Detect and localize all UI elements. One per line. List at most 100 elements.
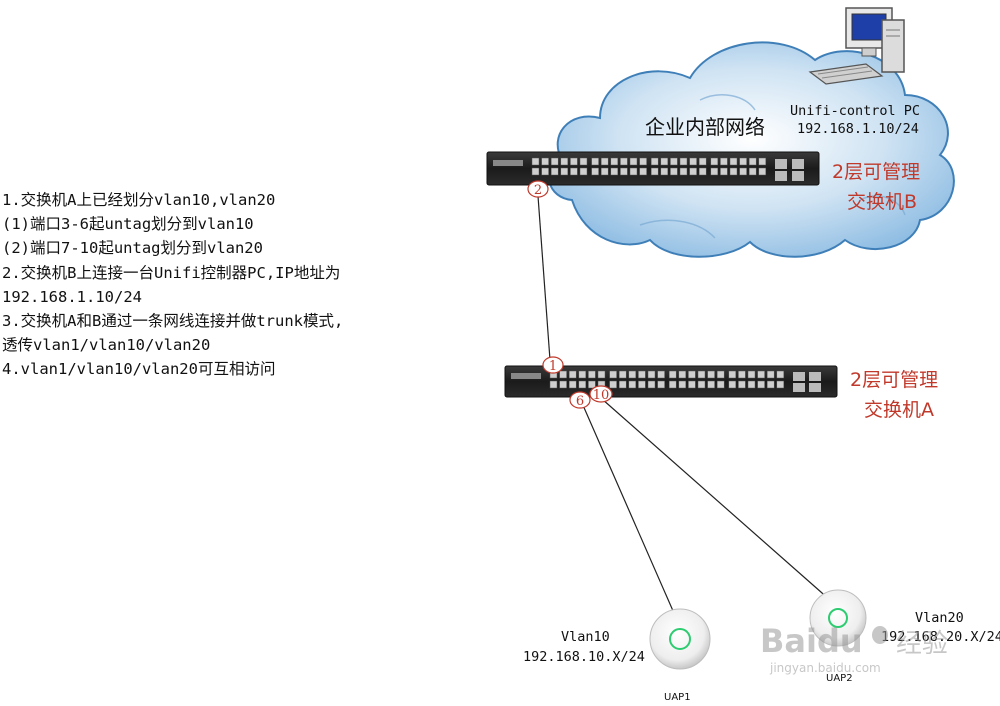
port-marker-b2: 2: [527, 180, 549, 198]
switch-port: [647, 370, 656, 379]
switch-port: [688, 380, 696, 389]
switch-port: [568, 380, 577, 389]
switch-port: [776, 370, 785, 379]
switch-port: [560, 167, 569, 176]
paw-icon: [872, 626, 888, 644]
uap2-cable: [601, 398, 831, 601]
switch-port: [766, 370, 775, 379]
switch-port: [591, 157, 599, 166]
intranet-cloud: [548, 41, 955, 258]
switch-port: [579, 157, 588, 166]
note-line: (2)端口7-10起untag划分到vlan20: [2, 239, 263, 258]
note-line: 1.交换机A上已经划分vlan10,vlan20: [2, 191, 276, 209]
switch-port: [757, 380, 765, 389]
uap2-name: UAP2: [826, 673, 853, 684]
switch-port: [758, 157, 767, 166]
switch-port: [707, 370, 715, 379]
switch-port: [628, 370, 637, 379]
port-marker-a10: 10: [589, 385, 613, 403]
switch-port: [657, 370, 665, 379]
uap1-ip: 192.168.10.X/24: [523, 649, 645, 665]
switch-port: [620, 157, 628, 166]
switch-port: [670, 157, 678, 166]
switch-port: [729, 167, 738, 176]
uap1-cable: [581, 402, 678, 621]
switch-port: [776, 380, 785, 389]
switch-b-label-line1: 2层可管理: [832, 161, 920, 183]
pc-computer-icon: [808, 7, 905, 85]
note-line: 192.168.1.10/24: [2, 287, 142, 306]
switch-port: [716, 370, 725, 379]
note-line: 4.vlan1/vlan10/vlan20可互相访问: [2, 360, 276, 379]
switch-port: [747, 380, 756, 389]
switch-port: [579, 167, 588, 176]
switch-port: [689, 157, 697, 166]
switch-port: [541, 167, 549, 176]
switch-a-label-line1: 2层可管理: [850, 369, 938, 391]
switch-port: [550, 167, 559, 176]
switch-port: [610, 157, 619, 166]
switch-port: [679, 167, 688, 176]
switch-port: [647, 380, 656, 389]
switch-port: [720, 167, 728, 176]
switch-port: [588, 380, 596, 389]
switch-port: [689, 167, 697, 176]
switch-port: [657, 380, 665, 389]
switch-port: [739, 157, 747, 166]
switch-port: [550, 157, 559, 166]
uap2-ip: 192.168.20.X/24: [881, 629, 1000, 645]
switch-port: [738, 370, 746, 379]
switch-port: [707, 380, 715, 389]
switch-a-label-line2: 交换机A: [864, 399, 934, 421]
switch-port: [570, 157, 578, 166]
switch-port: [578, 370, 587, 379]
svg-text:6: 6: [576, 394, 584, 409]
switch-port: [766, 380, 775, 389]
switch-b: [486, 151, 820, 186]
switch-port: [720, 157, 728, 166]
cloud-label: 企业内部网络: [645, 115, 765, 139]
switch-port: [729, 157, 738, 166]
switch-port: [728, 380, 737, 389]
uap1-name: UAP1: [664, 692, 691, 703]
switch-port: [531, 157, 540, 166]
switch-port: [738, 380, 746, 389]
switch-port: [618, 370, 627, 379]
switch-port: [670, 167, 678, 176]
pc-ip: 192.168.1.10/24: [797, 121, 919, 137]
switch-port: [748, 167, 757, 176]
svg-text:经验: 经验: [896, 629, 948, 659]
switch-port: [609, 370, 617, 379]
switch-port: [650, 167, 659, 176]
switch-port: [591, 167, 599, 176]
switch-port: [570, 167, 578, 176]
switch-port: [568, 370, 577, 379]
switch-port: [758, 167, 767, 176]
switch-port: [597, 370, 606, 379]
switch-port: [698, 157, 707, 166]
pc-name: Unifi-control PC: [790, 103, 920, 119]
switch-port: [629, 167, 638, 176]
switch-port: [588, 370, 596, 379]
switch-port: [628, 380, 637, 389]
trunk-cable: [537, 195, 551, 361]
port-marker-a1: 1: [542, 356, 564, 374]
switch-a: [504, 365, 838, 398]
svg-text:jingyan.baidu.com: jingyan.baidu.com: [769, 661, 881, 675]
switch-port: [578, 380, 587, 389]
uap1-access-point-icon: [649, 608, 711, 670]
switch-port: [710, 167, 719, 176]
switch-b-label-line2: 交换机B: [847, 191, 917, 213]
switch-port: [600, 157, 609, 166]
switch-port: [748, 157, 757, 166]
switch-port: [747, 370, 756, 379]
note-line: (1)端口3-6起untag划分到vlan10: [2, 215, 254, 234]
uap2-vlan: Vlan20: [915, 610, 964, 626]
switch-port: [739, 167, 747, 176]
switch-port: [697, 380, 706, 389]
switch-port: [668, 380, 677, 389]
switch-port: [618, 380, 627, 389]
note-line: 透传vlan1/vlan10/vlan20: [2, 336, 211, 355]
svg-text:10: 10: [593, 388, 610, 403]
switch-port: [600, 167, 609, 176]
